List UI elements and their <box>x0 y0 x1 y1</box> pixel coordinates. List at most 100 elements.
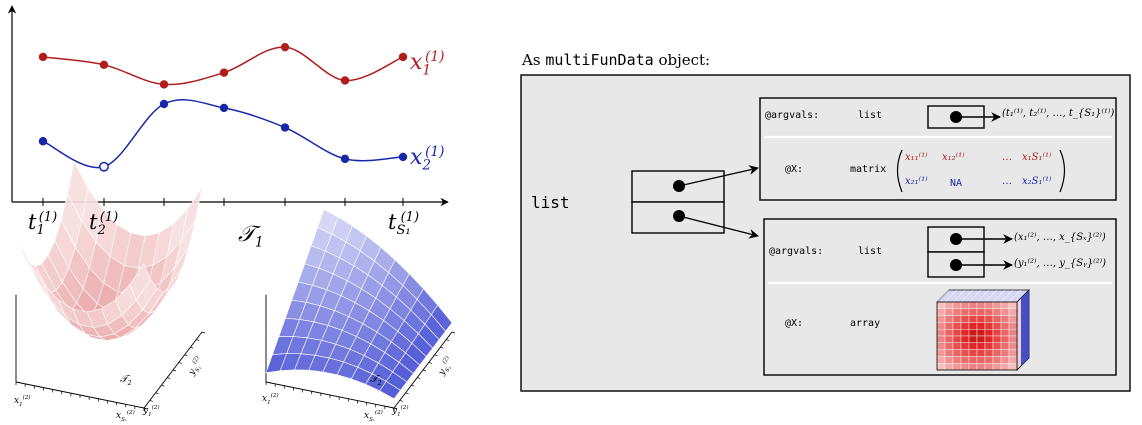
x-axis-ticks <box>42 198 404 206</box>
argvals-slot-name: @argvals: <box>765 110 820 121</box>
cube-cell <box>968 342 978 350</box>
arrow-icon <box>678 215 759 239</box>
cube-cell <box>1008 342 1018 350</box>
cube-cell <box>992 356 1002 364</box>
surface-patch <box>379 380 401 400</box>
blue-y1-label: y1(2) <box>392 405 409 418</box>
x-slot-type: matrix <box>850 164 887 175</box>
list-label: list <box>531 193 570 212</box>
matrix-entry: x₁₁⁽¹⁾ <box>905 152 928 163</box>
cube-cell <box>992 308 1002 316</box>
cube-cell <box>960 329 970 337</box>
argvals-value: (t₁⁽¹⁾, t₂⁽¹⁾, …, t_{S₁}⁽¹⁾) <box>1002 108 1115 119</box>
cube-cell <box>960 342 970 350</box>
cube-cell <box>944 301 954 310</box>
blue-xS-label: xSₓ(2) <box>364 410 383 423</box>
cube-cell <box>1000 335 1010 344</box>
series-point <box>340 154 350 164</box>
cube-cell <box>984 301 994 310</box>
cube-cell <box>944 329 954 337</box>
cube-cell <box>936 363 946 371</box>
cube-cell <box>952 363 962 371</box>
matrix-entry: x₂₁⁽¹⁾ <box>905 176 928 187</box>
cube-grid <box>984 289 998 303</box>
y-tick <box>178 362 182 364</box>
cube-cell <box>1000 329 1010 337</box>
cube-cell <box>944 308 954 316</box>
cube-cell <box>968 315 978 323</box>
cube-grid <box>976 289 990 303</box>
argvals-value-x: (x₁⁽²⁾, …, x_{Sₓ}⁽²⁾) <box>1014 232 1106 243</box>
surface-patch <box>129 262 151 301</box>
cube-cell <box>1008 301 1018 310</box>
y-tick <box>167 377 171 379</box>
cube-cell <box>1008 322 1018 330</box>
cube-cell <box>1000 349 1010 357</box>
red-tau-label: 𝒯2 <box>120 374 132 387</box>
cube-cell <box>1008 308 1018 316</box>
cube-cell <box>976 329 986 337</box>
y-tick <box>422 369 427 372</box>
argvals-slot-name: @argvals: <box>769 246 824 257</box>
cube-cell <box>984 349 994 357</box>
matrix-right-paren <box>1059 149 1066 193</box>
cube-cell <box>976 363 986 371</box>
series-point <box>280 123 290 132</box>
cube-cell <box>976 301 986 310</box>
cube-cell <box>1000 308 1010 316</box>
cube-cell <box>968 301 978 310</box>
y-tick <box>143 407 148 410</box>
cube-cell <box>952 315 962 323</box>
cube-cell <box>968 322 978 330</box>
cube-cell <box>960 363 970 371</box>
cube-grid <box>952 289 966 303</box>
matrix-entry: x₂S₁⁽¹⁾ <box>1022 176 1052 187</box>
series-line <box>42 46 404 86</box>
cube-cell <box>992 329 1002 337</box>
cube-cell <box>944 349 954 357</box>
cube-cell <box>944 363 954 371</box>
cube-grid <box>960 289 974 303</box>
cube-cell <box>992 322 1002 330</box>
cube-cell <box>952 329 962 337</box>
blue-tau-label: 𝒯2 <box>370 374 382 387</box>
cube-cell <box>984 329 994 337</box>
red-surface-plot <box>15 160 206 411</box>
diagram-title: As multiFunData object: <box>522 51 711 69</box>
cube-grid <box>1000 289 1014 303</box>
cube-grid <box>992 289 1006 303</box>
x-slot-name: @X: <box>785 318 804 329</box>
cube-cell <box>936 315 946 323</box>
matrix-entry-na: NA <box>950 178 963 189</box>
cube-cell <box>1008 349 1018 357</box>
series-point <box>38 137 48 146</box>
cube-cell <box>960 301 970 310</box>
arrow-icon <box>678 165 759 187</box>
cube-cell <box>952 335 962 344</box>
open-circle-marker-icon <box>99 161 109 172</box>
array-cube-icon <box>936 289 1030 371</box>
cube-cell <box>960 315 970 323</box>
cube-cell <box>984 308 994 316</box>
cube-cell <box>984 342 994 350</box>
y-tick <box>190 346 194 349</box>
series-point <box>398 152 408 162</box>
cube-cell <box>968 329 978 337</box>
cube-cell <box>1000 342 1010 350</box>
series-point <box>398 52 408 62</box>
cube-cell <box>952 342 962 350</box>
y-tick <box>446 339 450 341</box>
argvals-value-y: (y₁⁽²⁾, …, y_{Sᵧ}⁽²⁾) <box>1014 258 1107 269</box>
y-tick <box>411 384 415 387</box>
y-tick <box>155 392 159 395</box>
domain-label-T1: 𝒯1 <box>238 222 264 251</box>
cube-cell <box>992 342 1002 350</box>
cube-cell <box>992 335 1002 344</box>
cube-cell <box>1008 315 1018 323</box>
red-xS-label: xSₓ(2) <box>116 410 135 423</box>
cube-cell <box>976 335 986 344</box>
matrix-entry: … <box>1002 152 1012 163</box>
cube-cell <box>1000 322 1010 330</box>
cube-cell <box>992 363 1002 371</box>
cube-cell <box>936 335 946 344</box>
